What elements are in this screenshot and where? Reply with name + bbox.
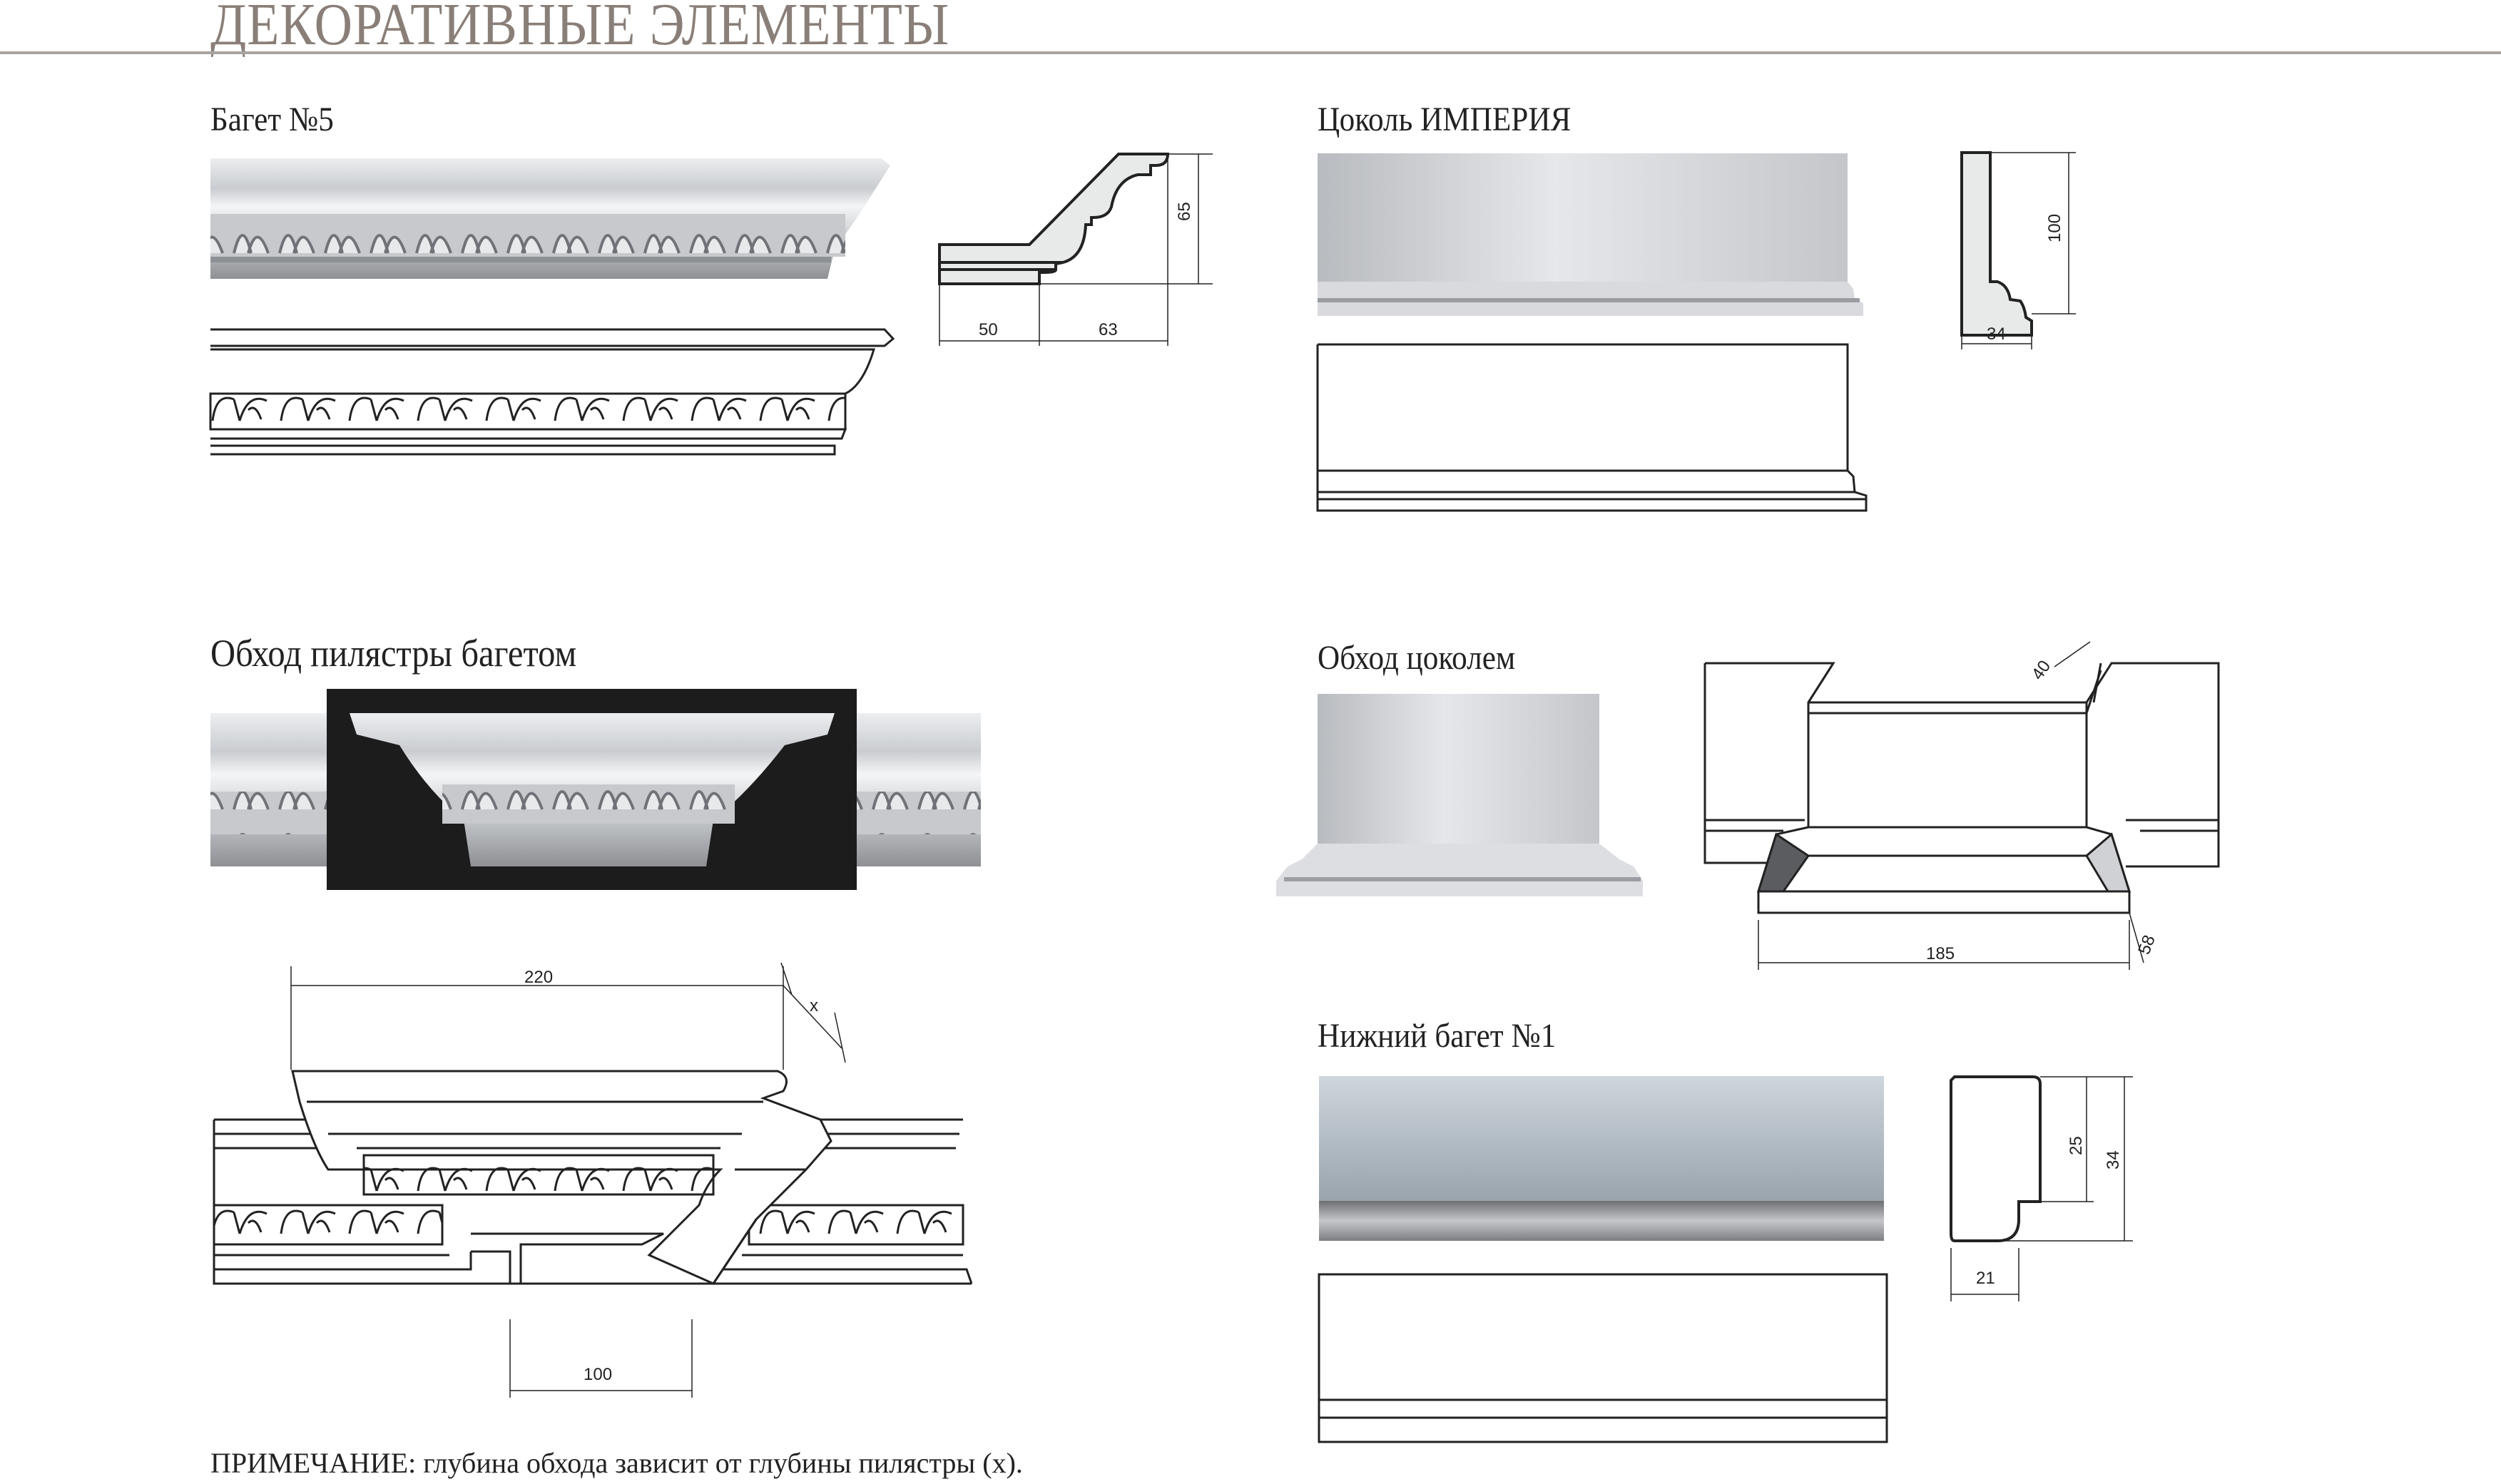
obkhod-pilyastry-photo [210, 689, 981, 890]
tsokol-imperiya-drawing [1316, 343, 1868, 512]
dim-nizhniy-height: 34 [2104, 1150, 2123, 1170]
section-title-obkhod-pilyastry: Обход пилястры багетом [210, 632, 577, 675]
dim-tsokolem-depth-base: 58 [2134, 933, 2159, 957]
dim-tsokolem-depth-top: 40 [2028, 657, 2054, 683]
baget5-drawing [209, 328, 895, 456]
dim-tsokol-height: 100 [2045, 214, 2064, 242]
dim-pilyastry-width: 220 [524, 968, 553, 987]
dim-nizhniy-height-inner: 25 [2067, 1136, 2086, 1155]
dim-baget5-width-base: 50 [979, 320, 998, 339]
nizhniy-baget1-photo [1319, 1076, 1884, 1241]
obkhod-pilyastry-drawing [213, 962, 973, 1398]
baget5-profile-drawing [938, 153, 1213, 346]
section-title-tsokol-imperiya: Цоколь ИМПЕРИЯ [1318, 101, 1572, 138]
footnote: ПРИМЕЧАНИЕ: глубина обхода зависит от гл… [210, 1447, 1023, 1479]
dim-pilyastry-depth: x [810, 996, 818, 1015]
nizhniy-baget1-drawing [1318, 1273, 1888, 1443]
obkhod-tsokolem-photo [1276, 694, 1643, 896]
section-title-obkhod-tsokolem: Обход цоколем [1318, 639, 1516, 677]
dim-nizhniy-width: 21 [1976, 1269, 1995, 1288]
tsokol-imperiya-photo [1318, 153, 1863, 316]
section-title-baget5: Багет №5 [210, 101, 334, 138]
dim-pilyastry-recess: 100 [584, 1365, 612, 1384]
dim-tsokol-width: 34 [1987, 324, 2006, 344]
obkhod-tsokolem-drawing [1703, 641, 2220, 970]
tsokol-imperiya-profile [1960, 151, 2076, 349]
title-divider [0, 51, 2501, 54]
page-title: ДЕКОРАТИВНЫЕ ЭЛЕМЕНТЫ [210, 0, 950, 58]
baget5-photo [210, 158, 890, 279]
section-title-nizhniy-baget1: Нижний багет №1 [1318, 1017, 1557, 1055]
nizhniy-baget1-profile [1950, 1075, 2133, 1301]
dim-tsokolem-width: 185 [1926, 944, 1955, 963]
dim-baget5-width-top: 63 [1099, 320, 1118, 339]
dim-baget5-height: 65 [1175, 202, 1194, 221]
